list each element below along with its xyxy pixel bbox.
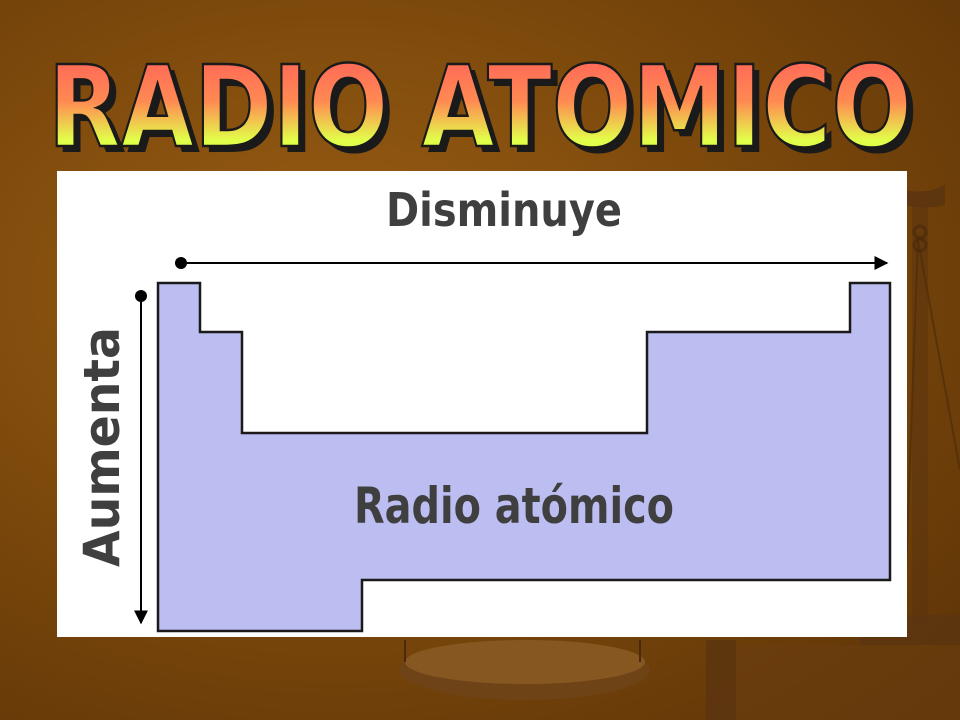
periodic-trend-diagram: Disminuye Aumenta Radio atómico bbox=[57, 171, 907, 637]
title-text: RADIO ATOMICO bbox=[48, 43, 912, 170]
label-disminuye: Disminuye bbox=[386, 183, 622, 237]
label-aumenta: Aumenta bbox=[73, 327, 131, 567]
slide-title: RADIO ATOMICO RADIO ATOMICO bbox=[47, 42, 918, 170]
title-shadow: RADIO ATOMICO bbox=[54, 49, 918, 170]
periodic-table-shape bbox=[156, 281, 892, 633]
label-radio-atomico: Radio atómico bbox=[354, 477, 674, 535]
